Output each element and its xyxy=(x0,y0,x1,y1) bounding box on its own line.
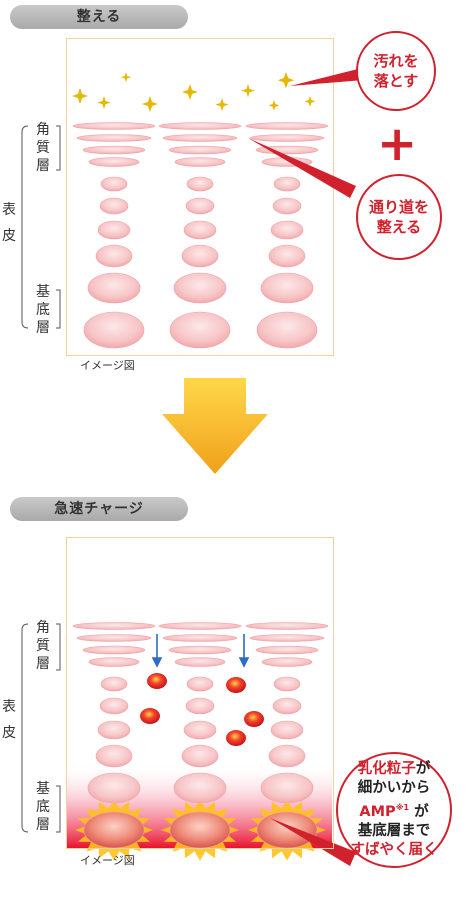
epidermal-cell xyxy=(272,697,302,715)
epidermal-cell xyxy=(181,744,219,768)
sparkle-icon xyxy=(182,84,198,100)
epidermal-cell xyxy=(183,720,217,740)
epidermal-cell xyxy=(273,176,301,192)
keratin-cell xyxy=(261,657,313,667)
callout-prepare-path: 通り道を整える xyxy=(356,174,442,260)
keratin-cell xyxy=(88,157,140,167)
epidermal-cell xyxy=(100,676,128,692)
epidermal-cell xyxy=(185,697,215,715)
keratin-cell xyxy=(162,134,238,142)
keratin-cell xyxy=(168,145,232,155)
epidermal-cell xyxy=(100,176,128,192)
sparkle-icon xyxy=(277,72,295,89)
caption-top: イメージ図 xyxy=(80,359,135,372)
keratin-cell xyxy=(174,157,226,167)
epidermal-cell xyxy=(99,197,129,215)
epidermal-cell xyxy=(97,720,131,740)
sparkle-icon xyxy=(120,72,132,83)
epidermal-cell xyxy=(181,244,219,268)
cell-columns-bottom xyxy=(72,622,329,861)
callout-remove-dirt: 汚れを落とす xyxy=(356,31,436,111)
epidermal-cell xyxy=(173,272,227,304)
sparkle-icon xyxy=(72,88,88,104)
callout-amp-delivery: 乳化粒子が 細かいから AMP※1 が 基底層まで すばやく届く xyxy=(336,752,452,868)
sparkle-icon xyxy=(241,84,255,98)
sparkle-icon xyxy=(268,100,280,111)
sparkle-icon xyxy=(215,98,229,112)
epidermal-cell xyxy=(95,744,133,768)
keratin-cell xyxy=(158,122,242,130)
label-basal-layer-top: 基底層 xyxy=(36,284,50,336)
callout-pointer xyxy=(270,818,356,866)
plus-icon: + xyxy=(377,116,418,172)
epidermal-cell xyxy=(186,676,214,692)
label-stratum-corneum-bottom: 角質層 xyxy=(36,620,50,672)
epidermal-cell xyxy=(99,697,129,715)
epidermal-cell xyxy=(87,272,141,304)
sparkle-icon xyxy=(142,96,158,112)
label-epidermis-bottom: 表皮 xyxy=(2,699,16,741)
keratin-cell xyxy=(88,657,140,667)
sparkle-icon xyxy=(97,96,111,110)
keratin-cell xyxy=(174,657,226,667)
epidermal-cell xyxy=(273,676,301,692)
label-stratum-corneum-top: 角質層 xyxy=(36,122,50,174)
label-basal-layer-bottom: 基底層 xyxy=(36,781,50,833)
keratin-cell xyxy=(255,145,319,155)
basal-cell xyxy=(83,311,145,349)
epidermal-cell xyxy=(185,197,215,215)
keratin-cell xyxy=(76,634,152,642)
caption-bottom: イメージ図 xyxy=(80,854,135,867)
keratin-cell xyxy=(162,634,238,642)
layer-brackets xyxy=(21,125,61,833)
epidermal-cell xyxy=(173,772,227,804)
section-heading-bottom: 急速チャージ xyxy=(10,497,188,521)
keratin-cell xyxy=(168,645,232,655)
epidermal-cell xyxy=(186,176,214,192)
epidermal-cell xyxy=(268,244,306,268)
epidermal-cell xyxy=(95,244,133,268)
sparkle-icon xyxy=(304,96,316,107)
keratin-cell xyxy=(72,622,156,630)
callout-pointer xyxy=(290,68,364,86)
epidermal-cell xyxy=(272,197,302,215)
keratin-cell xyxy=(158,622,242,630)
down-arrow-icon xyxy=(162,378,268,474)
keratin-cell xyxy=(245,122,329,130)
epidermal-cell xyxy=(270,220,304,240)
basal-cell xyxy=(169,311,231,349)
keratin-cell xyxy=(76,134,152,142)
sparkle-icons xyxy=(72,72,316,112)
keratin-cell xyxy=(82,145,146,155)
epidermal-cell xyxy=(87,772,141,804)
cell-columns-top xyxy=(72,122,329,349)
section-heading-top: 整える xyxy=(10,5,188,29)
keratin-cell xyxy=(245,622,329,630)
epidermal-cell xyxy=(270,720,304,740)
label-epidermis-top: 表皮 xyxy=(2,202,16,244)
epidermal-cell xyxy=(97,220,131,240)
callout-pointer xyxy=(248,138,356,198)
epidermal-cell xyxy=(268,744,306,768)
epidermal-cell xyxy=(260,272,314,304)
keratin-cell xyxy=(72,122,156,130)
blue-arrow-icons xyxy=(151,634,250,668)
keratin-cell xyxy=(249,634,325,642)
keratin-cell xyxy=(82,645,146,655)
keratin-cell xyxy=(255,645,319,655)
epidermal-cell xyxy=(260,772,314,804)
basal-cell xyxy=(256,311,318,349)
emulsion-particles xyxy=(140,673,264,746)
epidermal-cell xyxy=(183,220,217,240)
skin-diagram-bottom xyxy=(66,537,334,849)
keratin-cell xyxy=(249,134,325,142)
